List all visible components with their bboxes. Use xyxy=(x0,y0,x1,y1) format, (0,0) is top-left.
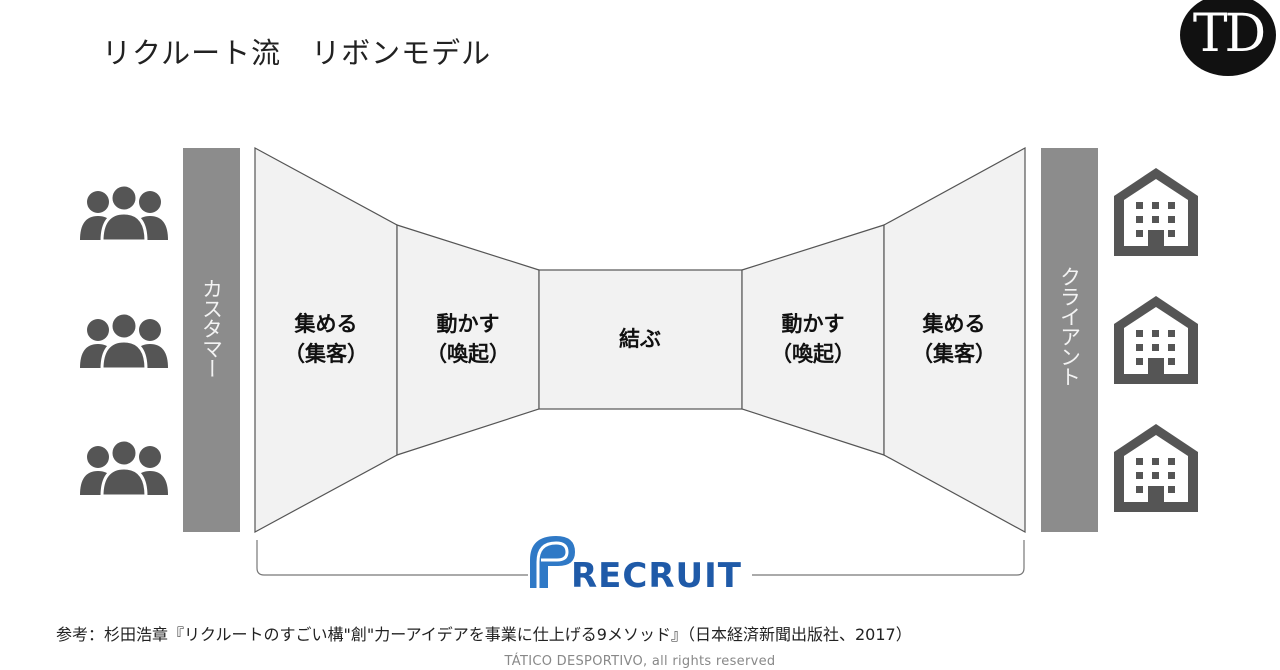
people-icon xyxy=(80,183,168,241)
segment-label-connect: 結ぶ xyxy=(570,324,710,354)
segment-label-collect-left: 集める （集客） xyxy=(256,309,396,369)
recruit-logo-text: RECRUIT xyxy=(571,556,742,596)
building-icon xyxy=(1114,296,1198,384)
copyright-notice: TÁTICO DESPORTIVO, all rights reserved xyxy=(504,654,776,669)
segment-label-line2: （喚起） xyxy=(426,342,510,366)
segment-label-line1: 動かす xyxy=(781,312,845,336)
people-icon xyxy=(80,311,168,369)
reference-citation: 参考：杉田浩章『リクルートのすごい構"創"力ーアイデアを事業に仕上げる9メソッド… xyxy=(56,625,912,644)
segment-label-line1: 集める xyxy=(294,312,358,336)
segment-label-line2: （集客） xyxy=(912,342,996,366)
segment-label-line1: 動かす xyxy=(436,312,500,336)
customer-bar: カスタマー xyxy=(183,148,240,532)
ribbon-segment-connect xyxy=(538,269,743,410)
building-icon xyxy=(1114,424,1198,512)
recruit-logo-mark xyxy=(530,536,575,588)
segment-label-move-right: 動かす （喚起） xyxy=(743,309,883,369)
ribbon-segment-collect-right xyxy=(883,146,1026,534)
client-bar: クライアント xyxy=(1041,148,1098,532)
segment-label-line1: 結ぶ xyxy=(619,327,661,351)
segment-label-move-left: 動かす （喚起） xyxy=(398,309,538,369)
segment-label-line1: 集める xyxy=(922,312,986,336)
td-logo: TD xyxy=(1180,0,1276,76)
people-icon xyxy=(80,438,168,496)
segment-label-line2: （喚起） xyxy=(771,342,855,366)
client-bar-label: クライアント xyxy=(1057,266,1082,386)
customer-bar-label: カスタマー xyxy=(199,278,224,378)
segment-label-collect-right: 集める （集客） xyxy=(884,309,1024,369)
building-icon xyxy=(1114,168,1198,256)
segment-label-line2: （集客） xyxy=(284,342,368,366)
bottom-bracket xyxy=(256,540,1025,576)
page-title: リクルート流 リボンモデル xyxy=(102,36,492,70)
